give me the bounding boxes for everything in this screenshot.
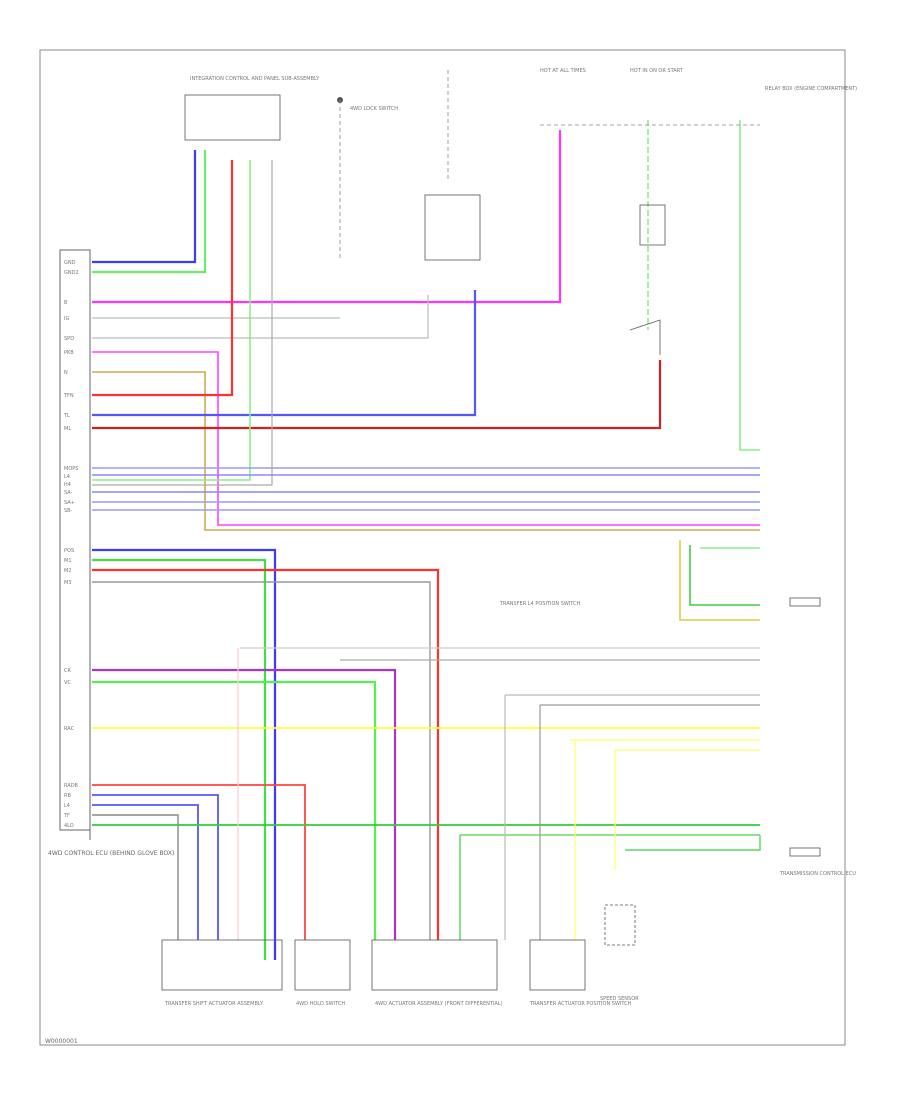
pin-label: M3	[64, 580, 72, 586]
wire-darkred-mid	[92, 360, 662, 430]
pin-label: L4	[64, 803, 70, 809]
wire-gray-bottom	[92, 814, 179, 940]
wire-ltgreen-lower	[92, 680, 377, 940]
wire-yellow-right	[679, 540, 760, 621]
wire-ltgreen-relay	[739, 120, 760, 451]
wire-green-right	[689, 545, 760, 606]
wire-magenta-upper	[92, 130, 562, 304]
right-components: TRANSFER L4 POSITION SWITCH TRANSMISSION…	[499, 597, 856, 877]
speed-sensor	[604, 904, 636, 946]
pin-label: GND	[64, 260, 76, 266]
hold-switch-label: 4WD HOLD SWITCH	[296, 1001, 345, 1007]
wire-blue-mid	[92, 290, 477, 417]
transfer-actuator-label: TRANSFER SHIFT ACTUATOR ASSEMBLY	[164, 1001, 264, 1007]
fuse-block	[639, 204, 666, 246]
pin-label: RB	[64, 793, 71, 799]
top-components: INTEGRATION CONTROL AND PANEL SUB-ASSEMB…	[184, 68, 857, 355]
relay-switch	[424, 194, 481, 261]
wire-blue-upper	[92, 150, 197, 264]
bottom-components: TRANSFER SHIFT ACTUATOR ASSEMBLY 4WD HOL…	[161, 904, 639, 1007]
pin-label: IG	[64, 316, 69, 322]
wire-blue-bottom-1	[92, 794, 219, 940]
wire-ltgreen-upper	[92, 150, 207, 274]
integration-panel-label: INTEGRATION CONTROL AND PANEL SUB-ASSEMB…	[190, 76, 320, 82]
pin-label: MOPS	[64, 466, 78, 472]
wire-gray-mid	[92, 160, 273, 486]
lock-switch-label: 4WD LOCK SWITCH	[350, 106, 398, 112]
ecu-block: 4WD CONTROL ECU (BEHIND GLOVE BOX)	[48, 249, 174, 857]
tcu-label: TRANSMISSION CONTROL ECU	[779, 871, 856, 877]
wire-ltgreen-mid	[92, 160, 251, 481]
pin-label: SA+	[64, 500, 75, 506]
pin-label: 4LO	[64, 823, 74, 829]
wire-purple-lower	[92, 668, 397, 940]
pin-label: ML	[64, 426, 71, 432]
upper-wires	[92, 120, 760, 621]
front-actuator	[371, 939, 498, 991]
pin-label: L4	[64, 474, 70, 480]
wire-yellow-right-2	[570, 739, 760, 940]
ecu-pin-labels: GND GND2 B IG SPD PKB N TFN TL ML MOPS L…	[63, 260, 79, 829]
pin-label: VC	[64, 680, 71, 686]
wire-red-bottom	[92, 784, 306, 940]
pin-label: RADB	[64, 783, 79, 789]
pin-label: M2	[64, 568, 72, 574]
wire-blue-lower	[92, 548, 277, 960]
hold-switch	[294, 939, 351, 991]
pin-label: POS	[64, 548, 74, 554]
pin-label: B	[64, 300, 68, 306]
pin-label: TFN	[63, 393, 74, 399]
right-connector-1	[789, 597, 821, 607]
pin-label: SPD	[64, 336, 74, 342]
ecu-label: 4WD CONTROL ECU (BEHIND GLOVE BOX)	[48, 850, 174, 857]
pin-label: GND2	[64, 270, 79, 276]
transfer-actuator	[161, 939, 283, 991]
hot-all-times-label: HOT AT ALL TIMES	[540, 68, 586, 74]
pin-label: N	[64, 370, 68, 376]
pin-label: SB-	[64, 508, 73, 514]
transfer-switch-label: TRANSFER L4 POSITION SWITCH	[499, 601, 581, 607]
wire-green-lower	[92, 558, 267, 960]
position-switch-bottom	[529, 939, 586, 991]
wire-gray-right-3	[504, 694, 760, 940]
pin-label: SA-	[64, 490, 73, 496]
front-actuator-label: 4WD ACTUATOR ASSEMBLY (FRONT DIFFERENTIA…	[375, 1001, 503, 1007]
wire-gray-right-4	[539, 704, 760, 940]
integration-panel	[184, 94, 281, 141]
position-switch-label: TRANSFER ACTUATOR POSITION SWITCH	[529, 1001, 632, 1007]
pin-label: TF	[63, 813, 70, 819]
wire-pink-upper	[92, 351, 760, 526]
wire-green-right-4	[625, 835, 761, 851]
wire-red-lower	[92, 568, 440, 940]
wire-gray-upper-2	[92, 295, 429, 339]
wire-red-upper	[92, 160, 234, 397]
diagram-frame	[39, 49, 846, 1046]
pin-label: H4	[64, 482, 71, 488]
pin-label: PKB	[64, 350, 74, 356]
pin-label: RAC	[64, 726, 75, 732]
hot-on-start-label: HOT IN ON OR START	[630, 68, 684, 74]
wire-blue-bottom-2	[92, 804, 199, 940]
pin-label: M1	[64, 558, 72, 564]
wire-gray-lower	[92, 581, 431, 940]
wire-yellow-right-3	[614, 749, 760, 870]
relay-box-label: RELAY BOX (ENGINE COMPARTMENT)	[765, 86, 857, 92]
wire-tan-upper	[92, 371, 760, 531]
pin-label: CR	[64, 668, 71, 674]
right-connector-2	[789, 847, 821, 857]
speed-sensor-label: SPEED SENSOR	[600, 996, 639, 1002]
pin-label: TL	[63, 413, 70, 419]
figure-id: W0000001	[45, 1038, 78, 1045]
lower-wires	[92, 548, 761, 960]
position-switch	[629, 319, 661, 355]
